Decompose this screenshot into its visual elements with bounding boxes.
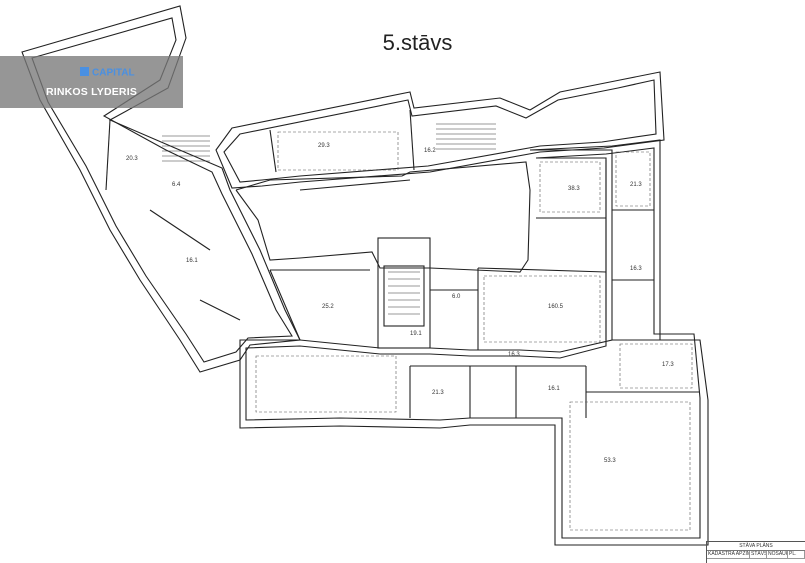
titleblock-col: NOSAUK.: [767, 551, 788, 558]
page-title: 5.stāvs: [382, 30, 453, 55]
titleblock-col: PL.: [788, 551, 805, 558]
room-area-label: 6.4: [172, 182, 181, 188]
brand-logo: CAPITAL: [80, 67, 135, 79]
room-area-label: 21.3: [432, 390, 444, 396]
agency-badge: CAPITAL RINKOS LYDERIS: [0, 56, 183, 108]
room-area-label: 19.1: [410, 331, 422, 337]
stair-hatching: [162, 123, 496, 315]
room-area-label: 16.1: [186, 258, 198, 264]
north-wing-outline: [215, 71, 665, 189]
room-area-label: 16.3: [630, 266, 642, 272]
room-area-label: 160.5: [548, 304, 564, 310]
titleblock-heading: STĀVA PLĀNS: [707, 542, 805, 551]
room-area-label: 53.3: [604, 458, 616, 464]
room-area-label: 25.2: [322, 304, 334, 310]
room-area-label: 16.2: [424, 148, 436, 154]
titleblock-col: STĀVS: [751, 551, 767, 558]
agency-tagline: RINKOS LYDERIS: [45, 86, 138, 98]
room-area-label: 20.3: [126, 156, 138, 162]
room-area-label: 16.3: [508, 352, 520, 358]
room-area-label: 17.3: [662, 362, 674, 368]
drawing-titleblock: STĀVA PLĀNS KADASTRA APZĪMĒJUMS STĀVS NO…: [706, 541, 805, 563]
room-area-label: 6.0: [452, 294, 461, 300]
room-area-label: 38.3: [568, 186, 580, 192]
room-area-label: 21.3: [630, 182, 642, 188]
room-area-label: 29.3: [318, 143, 330, 149]
brand-name: CAPITAL: [92, 68, 135, 79]
room-area-label: 16.1: [548, 386, 560, 392]
east-wing-outline: [239, 139, 709, 546]
titleblock-col: KADASTRA APZĪMĒJUMS: [708, 551, 750, 558]
logo-mark-icon: [80, 67, 89, 76]
